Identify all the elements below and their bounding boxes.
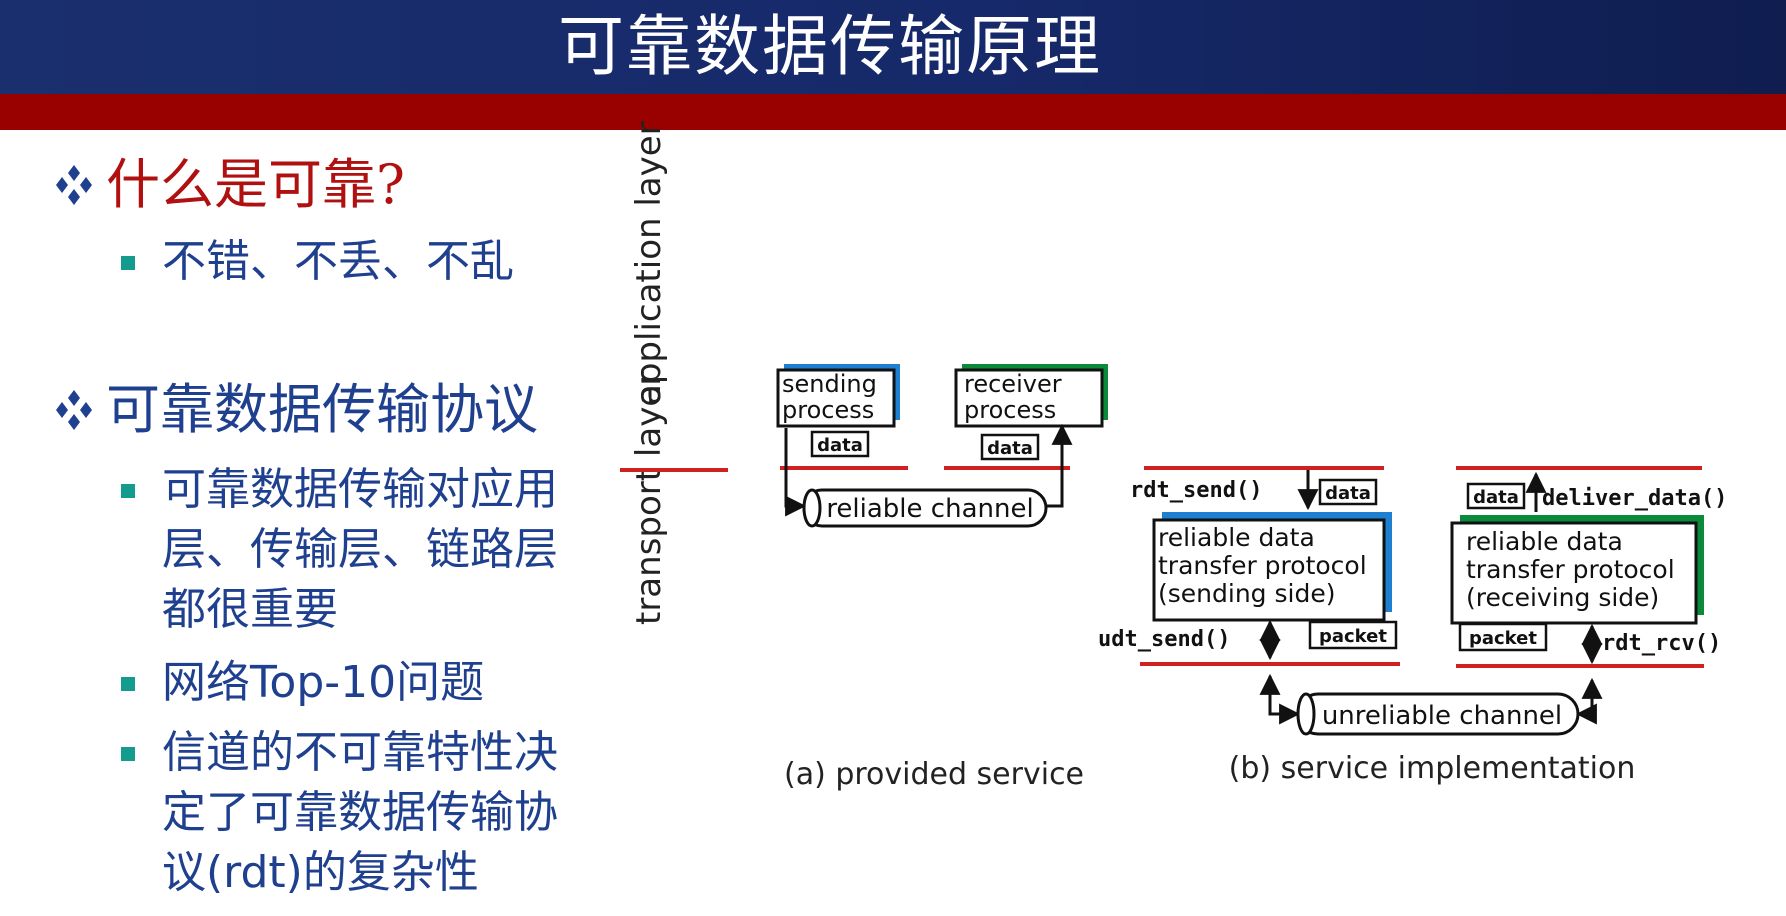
- bullet-2-text: 可靠数据传输协议: [106, 378, 538, 441]
- rdt-send-label: rdt_send(): [1130, 478, 1262, 503]
- square-bullet-icon: [121, 484, 135, 498]
- sending-process-line2: process: [782, 396, 874, 424]
- transport-layer-text: transport layer: [629, 372, 669, 625]
- packet-label-send: packet: [1319, 626, 1387, 647]
- sending-box-line2: transfer protocol: [1158, 551, 1367, 580]
- part-a-provided-service: sending process receiver process data da…: [776, 364, 1108, 792]
- transport-layer-label: transport layer: [629, 372, 669, 625]
- caption-a: (a) provided service: [784, 757, 1084, 792]
- bullet-2-sub-2: 网络Top-10问题: [162, 657, 485, 708]
- part-b-service-implementation: rdt_send() data reliable data transfer p…: [1098, 466, 1727, 786]
- slide-title: 可靠数据传输原理: [558, 8, 1102, 85]
- caption-b: (b) service implementation: [1229, 751, 1636, 786]
- receiving-box-line1: reliable data: [1466, 527, 1623, 556]
- bullet-1-text: 什么是可靠?: [106, 153, 405, 216]
- square-bullet-icon: [121, 747, 135, 761]
- data-label-a-recv: data: [987, 438, 1033, 459]
- receiver-process-line1: receiver: [964, 370, 1062, 398]
- udt-send-label: udt_send(): [1098, 627, 1230, 652]
- data-label-a-send: data: [817, 435, 863, 456]
- data-label-b-send: data: [1325, 483, 1371, 504]
- bullet-2-sub-1: 可靠数据传输对应用层、传输层、链路层都很重要: [162, 464, 558, 635]
- application-layer-text: application layer: [629, 121, 669, 405]
- receiving-box-line2: transfer protocol: [1466, 555, 1675, 584]
- square-bullet-icon: [121, 677, 135, 691]
- bullet-1-sub-1: 不错、不丢、不乱: [162, 236, 514, 287]
- data-label-b-recv: data: [1473, 487, 1519, 508]
- application-layer-label: application layer: [629, 121, 669, 405]
- bullet-2: 可靠数据传输协议: [50, 380, 538, 440]
- bullet-2-sub-3: 信道的不可靠特性决定了可靠数据传输协议(rdt)的复杂性: [162, 727, 558, 898]
- deliver-data-label: deliver_data(): [1542, 486, 1727, 511]
- square-bullet-icon: [121, 256, 135, 270]
- receiver-process-line2: process: [964, 396, 1056, 424]
- unreliable-channel-label: unreliable channel: [1322, 701, 1562, 731]
- title-underline-band: [0, 94, 1786, 130]
- sending-box-line1: reliable data: [1158, 523, 1315, 552]
- packet-label-recv: packet: [1469, 628, 1537, 649]
- sending-process-line1: sending: [782, 370, 877, 398]
- bullet-1: 什么是可靠?: [50, 155, 405, 215]
- sending-box-line3: (sending side): [1158, 579, 1335, 608]
- rdt-rcv-label: rdt_rcv(): [1602, 631, 1721, 656]
- four-diamonds-icon: [56, 390, 92, 430]
- four-diamonds-icon: [56, 165, 92, 205]
- reliable-channel-label: reliable channel: [826, 494, 1033, 524]
- title-bar: 可靠数据传输原理: [0, 0, 1786, 94]
- receiving-box-line3: (receiving side): [1466, 583, 1659, 612]
